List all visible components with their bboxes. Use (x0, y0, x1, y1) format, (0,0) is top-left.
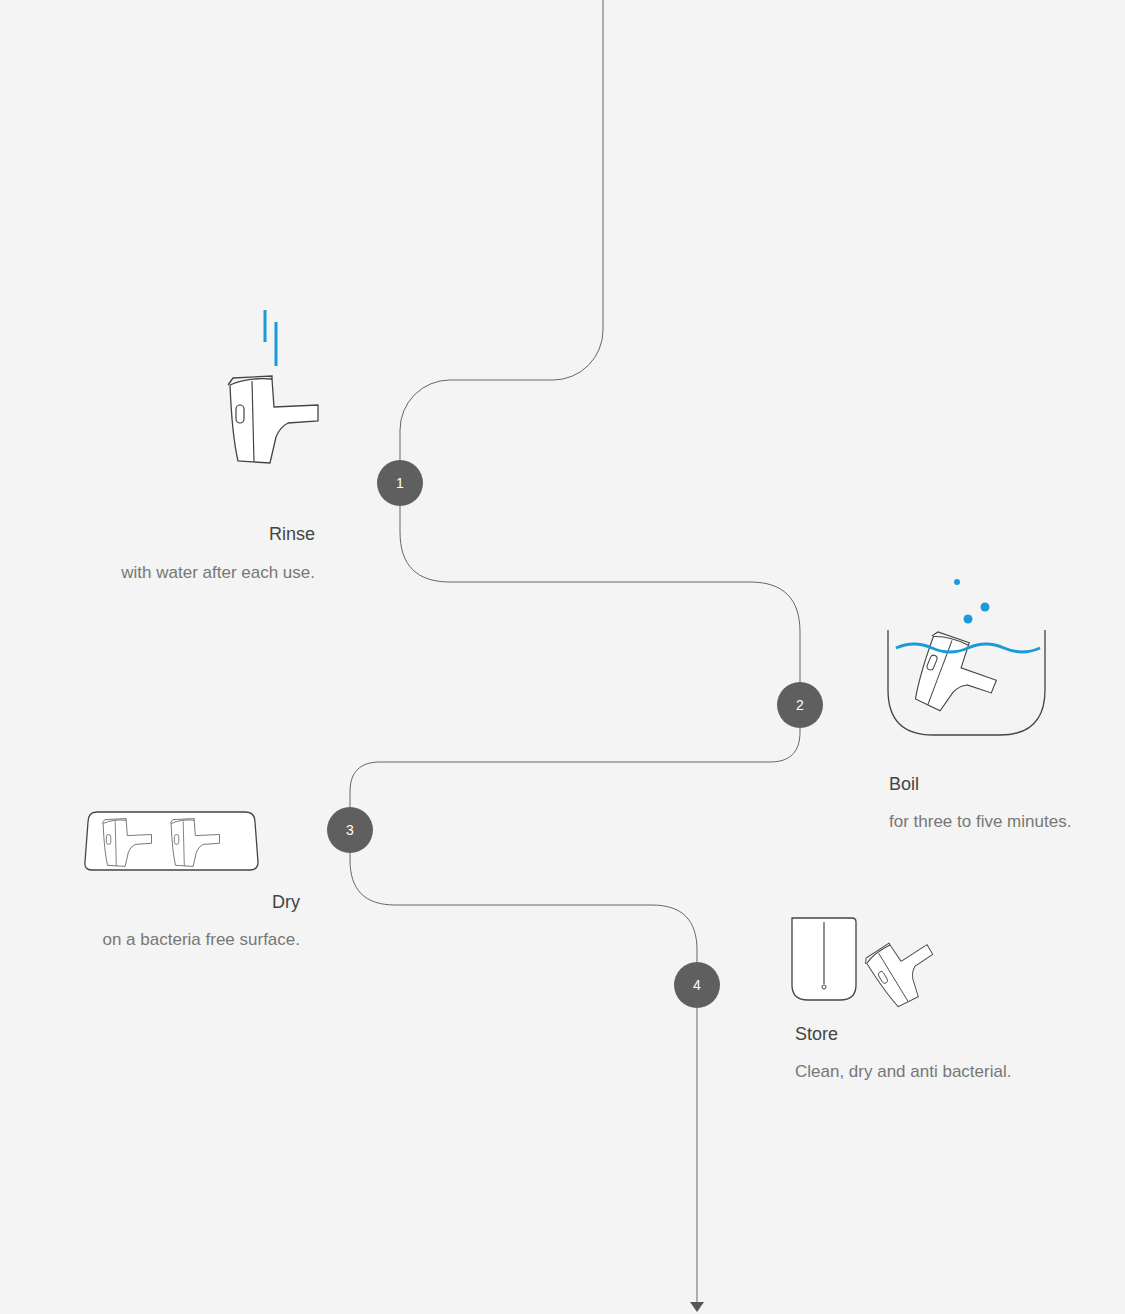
device-icon (862, 927, 947, 1011)
flow-line (400, 0, 603, 460)
step-number-circle: 3 (327, 807, 373, 853)
step-number-circle: 1 (377, 460, 423, 506)
step-description: with water after each use. (121, 563, 315, 583)
step-title: Boil (889, 774, 919, 795)
step-description: on a bacteria free surface. (102, 930, 300, 950)
step-title: Dry (272, 892, 300, 913)
pouch-zip (823, 922, 824, 984)
storage-pouch (792, 918, 856, 1000)
arrow-head (690, 1302, 704, 1312)
step-number: 2 (777, 682, 823, 728)
water-drip (275, 322, 278, 366)
device-icon (170, 819, 220, 867)
device-icon (228, 376, 318, 463)
step-description: for three to five minutes. (889, 812, 1071, 832)
circle-fill (777, 682, 823, 728)
flow-connector (400, 506, 800, 682)
step-number: 3 (327, 807, 373, 853)
bubble (954, 579, 960, 585)
bubble (981, 603, 990, 612)
circle-fill (327, 807, 373, 853)
step-number-circle: 2 (777, 682, 823, 728)
circle-fill (674, 962, 720, 1008)
step-title: Store (795, 1024, 838, 1045)
drying-tray (85, 812, 258, 870)
bubble (964, 615, 973, 624)
pouch-zip (822, 985, 826, 989)
flow-connector (350, 728, 800, 807)
step-number: 4 (674, 962, 720, 1008)
flow-line (697, 1008, 698, 1302)
step-title: Rinse (269, 524, 315, 545)
step-number: 1 (377, 460, 423, 506)
circle-fill (377, 460, 423, 506)
flow-connector (350, 853, 697, 962)
device-icon (102, 819, 152, 867)
step-description: Clean, dry and anti bacterial. (795, 1062, 1011, 1082)
water-drip (264, 310, 267, 342)
step-number-circle: 4 (674, 962, 720, 1008)
pot-outline (888, 630, 1045, 735)
water-surface (896, 644, 1040, 652)
